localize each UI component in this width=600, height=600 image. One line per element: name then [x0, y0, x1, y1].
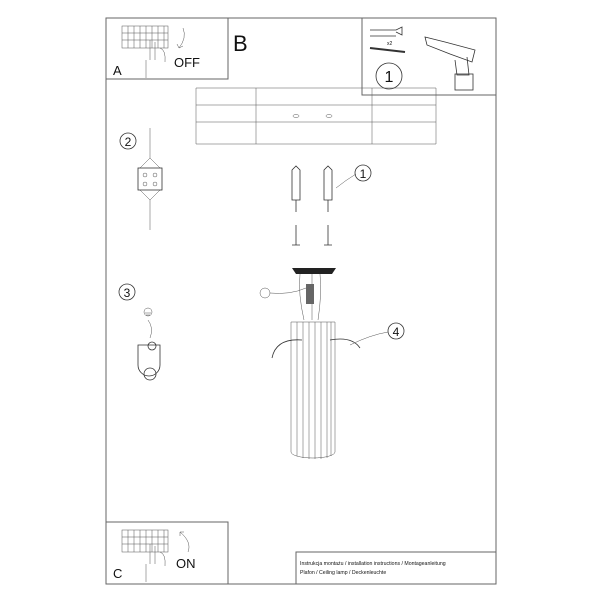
- step-circle: [375, 62, 403, 90]
- callout-1-circle: [354, 164, 372, 182]
- callout-1: 1: [360, 167, 367, 181]
- screw-icon: [369, 47, 406, 53]
- callout-4: 4: [393, 325, 400, 339]
- fuse-box-icon: [121, 25, 169, 49]
- panel-c-letter: C: [113, 566, 122, 581]
- wall-plugs: [291, 165, 333, 246]
- footer-line-2: Plafon / Ceiling lamp / Deckenleuchte: [300, 570, 386, 576]
- ceiling: [195, 87, 437, 145]
- callout-2: 2: [125, 135, 132, 149]
- wall-plug-icon: [370, 26, 403, 37]
- off-label: OFF: [174, 55, 200, 70]
- drill-icon: [424, 36, 476, 91]
- terminal-block-icon: [137, 128, 163, 230]
- panel-a-letter: A: [113, 63, 122, 78]
- ground-terminal-icon: [137, 307, 161, 381]
- panel-a-switch-off: A OFF: [105, 17, 229, 80]
- shade-clip: [271, 338, 361, 359]
- outer-frame: [105, 17, 497, 585]
- panel-b-letter: B: [233, 31, 248, 56]
- arrow-down-icon: [176, 27, 185, 49]
- callout-3: 3: [124, 286, 131, 300]
- callout-2-circle: [119, 132, 137, 150]
- arrow-up-icon: [179, 531, 190, 553]
- hand-icon: [145, 544, 166, 582]
- tools-panel: x2 1: [361, 17, 497, 96]
- hand-icon: [145, 40, 166, 78]
- ceiling-lamp: [259, 268, 361, 459]
- footer-line-1: Instrukcja montażu / installation instru…: [300, 561, 446, 567]
- on-label: ON: [176, 556, 196, 571]
- callout-4-circle: [387, 322, 405, 340]
- callout-3-circle: [118, 283, 136, 301]
- step-number: 1: [385, 69, 394, 86]
- footer-caption: Instrukcja montażu / installation instru…: [295, 551, 497, 585]
- quantity-label: x2: [387, 41, 393, 47]
- ground-symbol-icon: [259, 287, 271, 299]
- fuse-box-icon: [121, 529, 169, 553]
- panel-c-switch-on: C ON: [105, 521, 229, 585]
